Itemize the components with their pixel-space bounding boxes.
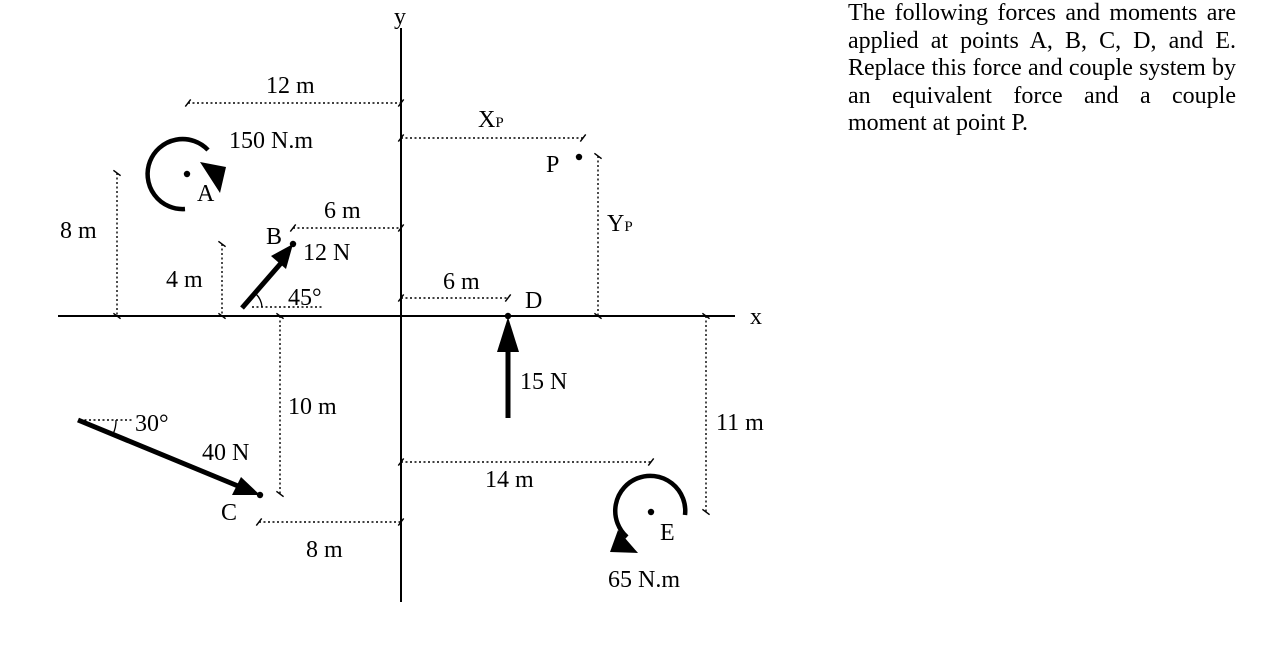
point-d-dot xyxy=(504,312,512,320)
angle-b-arc xyxy=(255,293,263,308)
point-e-dot xyxy=(647,508,655,516)
dim-label-e-x: 14 m xyxy=(485,467,534,493)
angle-c-arc xyxy=(112,419,117,435)
point-e-label: E xyxy=(660,520,675,546)
dim-label-b-x: 6 m xyxy=(324,198,361,224)
force-c-label: 40 N xyxy=(202,440,249,466)
dim-label-p-y: YP xyxy=(607,211,633,237)
point-a-label: A xyxy=(197,181,215,207)
force-b-label: 12 N xyxy=(303,240,350,266)
force-b-arrowhead xyxy=(271,244,293,269)
y-axis-label: y xyxy=(394,4,406,30)
point-c-label: C xyxy=(221,500,237,526)
point-b-dot xyxy=(289,240,297,248)
force-d-label: 15 N xyxy=(520,369,567,395)
point-p-label: P xyxy=(546,152,559,178)
dim-label-c-x: 8 m xyxy=(306,537,343,563)
moment-e-label: 65 N.m xyxy=(608,567,680,593)
point-p-dot xyxy=(575,153,583,161)
dim-label-a-y: 8 m xyxy=(60,218,97,244)
dim-label-c-y: 10 m xyxy=(288,394,337,420)
force-b-shaft xyxy=(240,260,284,310)
force-c-arrowhead xyxy=(232,477,260,495)
angle-c-label: 30° xyxy=(135,411,169,437)
angle-b-label: 45° xyxy=(288,285,322,311)
problem-statement: The following forces and moments are app… xyxy=(848,0,1236,136)
point-b-label: B xyxy=(266,224,282,250)
moment-a-arrowhead xyxy=(200,162,226,193)
moment-a-arc xyxy=(145,136,210,212)
moment-e-arrowhead xyxy=(610,530,638,553)
dim-label-d-x: 6 m xyxy=(443,269,480,295)
dim-label-b-y: 4 m xyxy=(166,267,203,293)
moment-e-arc xyxy=(613,473,688,539)
force-c-shaft xyxy=(77,417,239,489)
point-c-dot xyxy=(256,491,264,499)
force-d-arrowhead xyxy=(497,317,519,352)
dim-label-a-x: 12 m xyxy=(266,73,315,99)
dim-label-p-x: XP xyxy=(478,107,504,133)
point-d-label: D xyxy=(525,288,542,314)
x-axis-label: x xyxy=(750,304,762,330)
point-a-dot xyxy=(183,170,191,178)
dim-label-e-y: 11 m xyxy=(716,410,764,436)
moment-a-label: 150 N.m xyxy=(229,128,313,154)
